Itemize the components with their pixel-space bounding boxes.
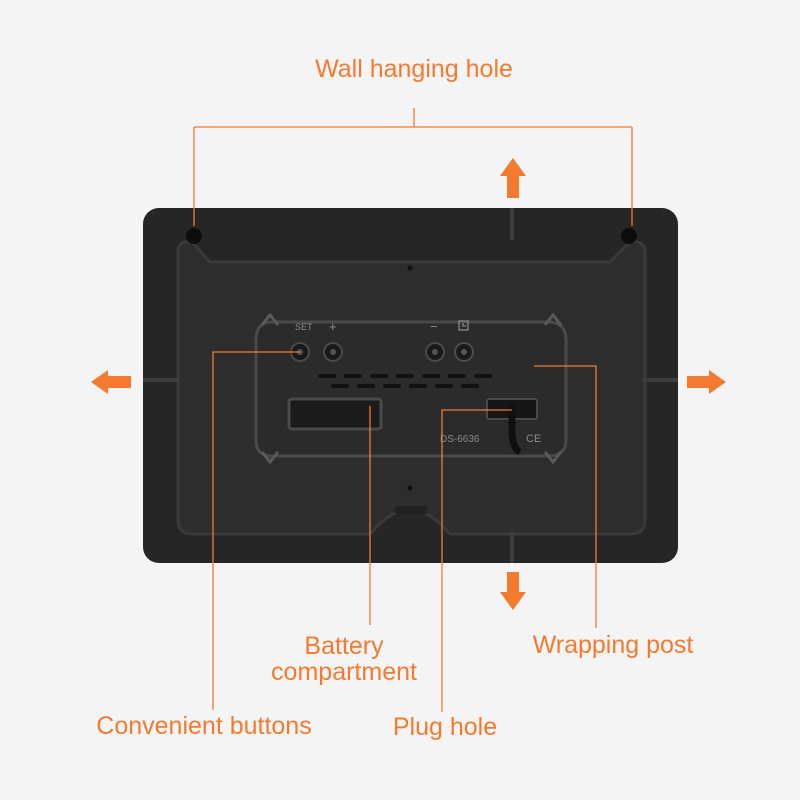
leader-lines <box>193 108 633 712</box>
minus-label: − <box>430 319 438 334</box>
battery-label-line1: Battery <box>304 632 384 660</box>
clock-alarm-icon <box>458 320 469 331</box>
battery-compartment-label: Battery compartment <box>271 633 417 686</box>
side-gap <box>642 378 678 382</box>
side-gap <box>510 208 514 240</box>
speaker-vents <box>318 374 492 388</box>
wall-hanging-hole-left <box>186 228 202 244</box>
battery-label-line2: compartment <box>271 658 417 687</box>
screw-dot <box>407 485 413 491</box>
arrow-right-icon <box>687 370 726 394</box>
alarm-button[interactable] <box>454 342 474 362</box>
convenient-buttons-label: Convenient buttons <box>96 712 312 740</box>
side-gap <box>510 532 514 563</box>
plus-button[interactable] <box>323 342 343 362</box>
corner-clip <box>260 451 280 465</box>
minus-button[interactable] <box>425 342 445 362</box>
corner-clip <box>260 312 280 326</box>
wrapping-post <box>508 404 522 456</box>
plug-hole-label: Plug hole <box>392 713 498 741</box>
battery-compartment[interactable] <box>287 397 383 431</box>
ce-mark: CE <box>526 433 541 445</box>
set-label: SET <box>295 322 313 332</box>
screw-dot <box>407 265 413 271</box>
bottom-tab <box>395 506 427 514</box>
wrapping-post-label: Wrapping post <box>532 631 694 659</box>
wall-hanging-hole-label: Wall hanging hole <box>315 55 513 83</box>
model-number: DS-6636 <box>440 434 480 445</box>
arrow-left-icon <box>91 370 131 394</box>
side-gap <box>143 378 179 382</box>
plus-label: + <box>329 319 337 334</box>
arrow-up-icon <box>500 158 526 198</box>
corner-clip <box>543 451 563 465</box>
control-module <box>254 320 568 458</box>
wall-hanging-hole-right <box>621 228 637 244</box>
arrow-down-icon <box>500 572 526 610</box>
corner-clip <box>543 312 563 326</box>
